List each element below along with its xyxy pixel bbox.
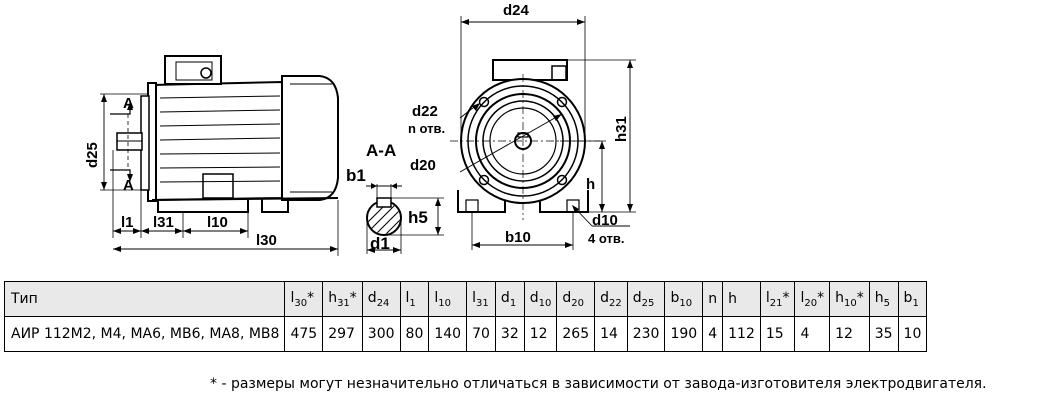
column-header: d1: [494, 281, 525, 317]
table-cell: 4: [702, 316, 724, 352]
column-header: h: [722, 281, 761, 317]
h31-label: h31: [613, 116, 630, 142]
table-cell: 32: [494, 316, 525, 352]
motor-drawing: A A d25 l1 l31 l10 l30: [84, 2, 636, 256]
column-header: h10*: [829, 281, 870, 317]
column-header: l1: [399, 281, 430, 317]
side-view: [100, 55, 339, 256]
n-holes-label: n отв.: [408, 121, 445, 136]
l30-label: l30: [256, 232, 277, 249]
table-cell: 70: [466, 316, 496, 352]
footnote: * - размеры могут незначительно отличать…: [210, 376, 987, 392]
d22-label: d22: [412, 103, 438, 120]
column-header: l30*: [284, 281, 324, 317]
column-header: d25: [626, 281, 666, 317]
table-cell: 12: [829, 316, 870, 352]
column-header-type: Тип: [3, 281, 286, 317]
holes-4-label: 4 отв.: [588, 231, 624, 246]
b1-label: b1: [346, 166, 366, 185]
section-mark-top: A: [123, 95, 134, 112]
table-cell: 12: [523, 316, 558, 352]
front-view: [450, 16, 636, 250]
table-cell: 230: [626, 316, 666, 352]
table-cell: 475: [284, 316, 324, 352]
d25-label: d25: [84, 142, 101, 168]
column-header: b10: [664, 281, 704, 317]
table-cell: 190: [664, 316, 704, 352]
table-cell: 10: [897, 316, 928, 352]
column-header: l21*: [759, 281, 796, 317]
table-cell: 112: [722, 316, 761, 352]
table-cell: 35: [868, 316, 899, 352]
column-header: l10: [428, 281, 468, 317]
l31-label: l31: [153, 214, 174, 231]
l10-label: l10: [207, 214, 228, 231]
l1-label: l1: [121, 214, 134, 231]
d24-label: d24: [503, 2, 530, 19]
h-label: h: [586, 176, 595, 193]
section-title: A-A: [366, 141, 396, 160]
column-header: b1: [897, 281, 928, 317]
table-cell: 14: [594, 316, 628, 352]
column-header: h31*: [322, 281, 363, 317]
table-cell: 297: [322, 316, 363, 352]
table-cell-type: АИР 112М2, М4, МА6, МВ6, МА8, МВ8: [3, 316, 286, 352]
column-header: d22: [594, 281, 628, 317]
column-header: n: [702, 281, 724, 317]
column-header: d10: [523, 281, 558, 317]
column-header: l20*: [794, 281, 831, 317]
column-header: l31: [466, 281, 496, 317]
front-view-labels: d24 d22 n отв. d20 h31 h d10 4 отв. b10: [408, 2, 630, 246]
b10-label: b10: [505, 229, 531, 246]
table-cell: 80: [399, 316, 430, 352]
column-header: d20: [556, 281, 596, 317]
table-cell: 265: [556, 316, 596, 352]
table-cell: 15: [759, 316, 796, 352]
section-view: [366, 183, 444, 254]
section-mark-bottom: A: [123, 177, 134, 194]
table-cell: 300: [361, 316, 401, 352]
table-cell: 140: [428, 316, 468, 352]
d1-label: d1: [370, 234, 390, 253]
table-cell: 4: [794, 316, 831, 352]
side-view-labels: A A d25 l1 l31 l10 l30: [84, 95, 277, 249]
section-view-labels: A-A b1 h5 d1: [346, 141, 428, 253]
h5-label: h5: [408, 208, 428, 227]
column-header: d24: [361, 281, 401, 317]
column-header: h5: [868, 281, 899, 317]
d10-label: d10: [592, 212, 618, 229]
d20-label: d20: [410, 157, 436, 174]
